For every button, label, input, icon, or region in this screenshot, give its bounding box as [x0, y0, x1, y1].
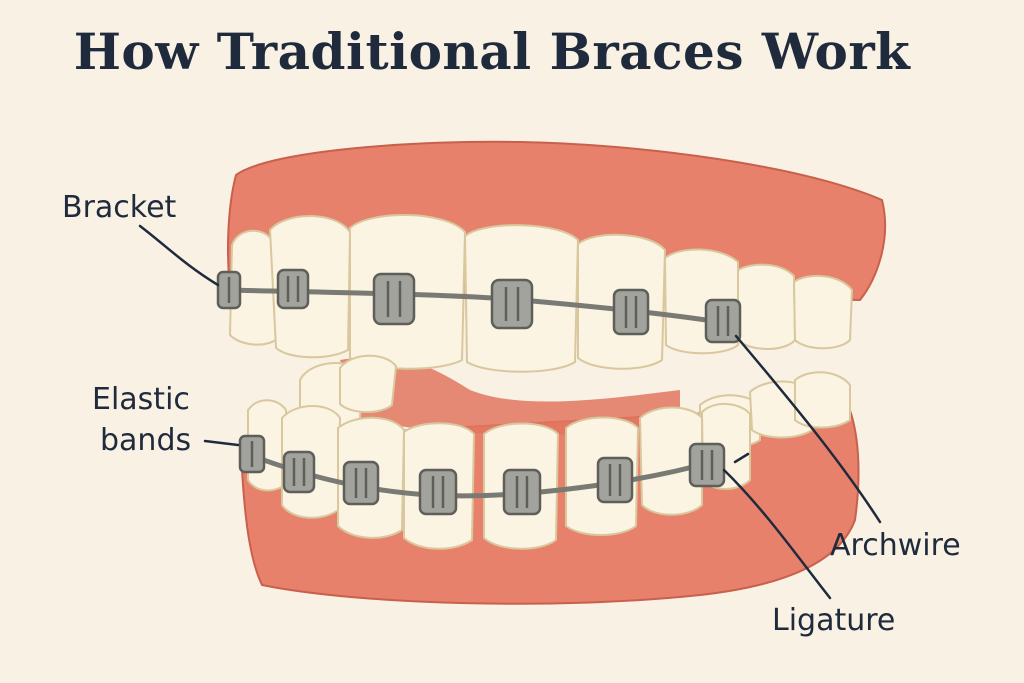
- bracket: [372, 272, 416, 326]
- upper-teeth: [228, 214, 854, 373]
- bracket: [502, 468, 542, 516]
- elastic-leader: [203, 439, 240, 447]
- bracket: [216, 270, 242, 310]
- lower-brackets: [238, 434, 726, 516]
- upper-brackets: [216, 268, 742, 344]
- ligature-leader: [722, 468, 832, 600]
- archwire-leader: [734, 334, 882, 524]
- bracket: [596, 456, 634, 504]
- leader-lines: [138, 224, 882, 600]
- bracket: [688, 442, 726, 488]
- label-ligature: Ligature: [772, 603, 896, 638]
- ligature-tick: [733, 452, 750, 464]
- page-title: How Traditional Braces Work: [73, 22, 911, 81]
- bracket: [612, 288, 650, 336]
- label-elastic-line1: Elastic: [92, 382, 190, 417]
- mouth-interior: [340, 356, 680, 435]
- bracket: [704, 298, 742, 344]
- bracket: [282, 450, 316, 494]
- lower-tooth-7: [638, 406, 703, 516]
- bracket: [276, 268, 310, 310]
- bracket: [490, 278, 534, 330]
- bracket: [418, 468, 458, 516]
- bracket-leader: [138, 224, 220, 287]
- upper-tooth-8: [792, 274, 854, 350]
- label-elastic-line2: bands: [100, 423, 192, 458]
- upper-tooth-7: [737, 263, 797, 350]
- bracket: [238, 434, 266, 474]
- label-archwire: Archwire: [830, 528, 961, 563]
- bracket: [342, 460, 380, 506]
- label-bracket: Bracket: [62, 190, 177, 225]
